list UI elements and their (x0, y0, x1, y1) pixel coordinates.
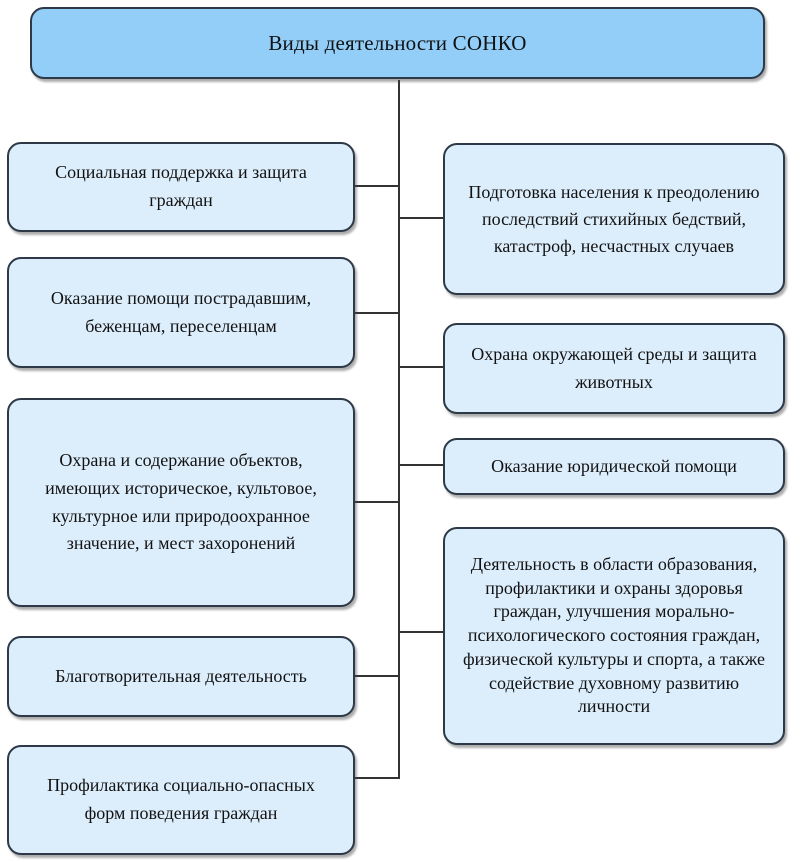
activity-label: Благотворительная деятельность (55, 665, 307, 686)
activity-label: Оказание юридической помощи (491, 455, 737, 476)
connector-right-3 (400, 464, 443, 466)
activity-label: Оказание помощи пострадавшим, беженцам, … (50, 287, 312, 336)
trunk-line (398, 80, 400, 779)
activity-box-social-support: Социальная поддержка и защита граждан (7, 142, 355, 232)
diagram-title-box: Виды деятельности СОНКО (30, 7, 765, 79)
activity-label: Подготовка населения к преодолению после… (468, 181, 760, 256)
activity-label: Деятельность в области образования, проф… (462, 553, 765, 717)
connector-right-2 (400, 366, 443, 368)
connector-left-1 (353, 185, 399, 187)
activity-box-environment-animals: Охрана окружающей среды и защита животны… (443, 323, 785, 414)
activity-label: Охрана и содержание объектов, имеющих ис… (45, 449, 317, 554)
connector-right-4 (400, 631, 443, 633)
diagram-title: Виды деятельности СОНКО (268, 30, 527, 55)
activity-box-legal-aid: Оказание юридической помощи (443, 438, 785, 495)
activity-label: Профилактика социально-опасных форм пове… (47, 775, 315, 823)
activity-label: Социальная поддержка и защита граждан (55, 162, 307, 210)
activity-box-disaster-preparedness: Подготовка населения к преодолению после… (443, 143, 785, 295)
activity-box-charity: Благотворительная деятельность (7, 636, 355, 717)
connector-left-3 (353, 501, 399, 503)
activity-box-victim-aid: Оказание помощи пострадавшим, беженцам, … (7, 257, 355, 368)
connector-left-5 (353, 777, 399, 779)
connector-left-4 (353, 675, 399, 677)
connector-right-1 (400, 217, 443, 219)
connector-left-2 (353, 312, 399, 314)
activity-label: Охрана окружающей среды и защита животны… (471, 343, 757, 392)
activity-box-education-health: Деятельность в области образования, проф… (443, 527, 785, 745)
activity-box-behavior-prevention: Профилактика социально-опасных форм пове… (7, 745, 355, 855)
activity-box-heritage-protection: Охрана и содержание объектов, имеющих ис… (7, 398, 355, 607)
